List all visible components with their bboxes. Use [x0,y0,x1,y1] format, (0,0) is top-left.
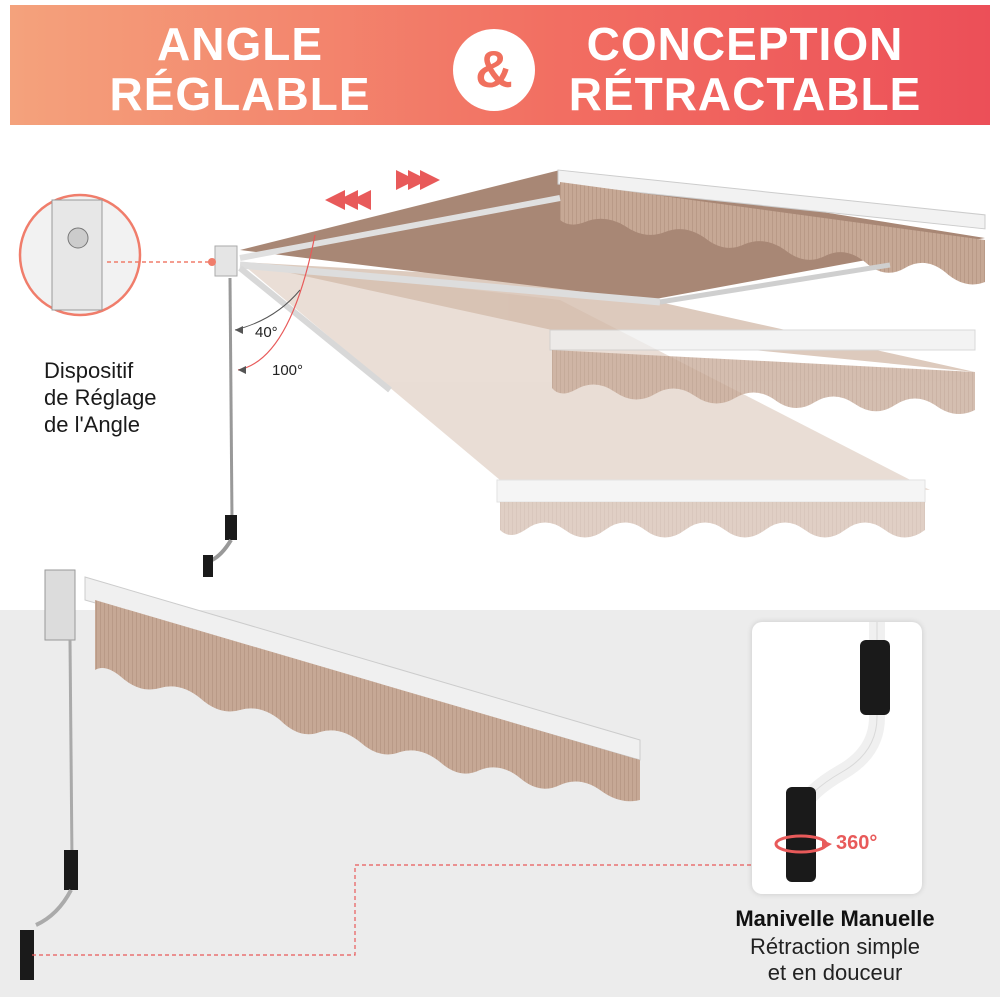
awning-top-position [238,169,986,393]
crank-subtitle: Rétraction simple et en douceur [640,934,1000,986]
crank-grip-top [225,515,237,540]
angle-arc-100 [237,234,316,371]
crank-subtitle-line2: et en douceur [767,960,903,985]
banner-left-line2: RÉGLABLE [109,68,371,120]
adjuster-caption-line2: de Réglage [44,385,157,410]
banner-right-title: CONCEPTION RÉTRACTABLE [530,19,960,119]
crank-handle-icon [774,622,890,882]
adjuster-caption-line1: Dispositif [44,358,134,383]
banner-right-line1: CONCEPTION [586,18,904,70]
awning-side-view [20,569,641,980]
inset-connector [32,864,752,956]
angle-label-40: 40° [255,324,278,341]
banner-right-line2: RÉTRACTABLE [568,68,922,120]
extend-arrows-icon [396,170,440,190]
bracket-detail-plate [51,199,103,311]
ampersand-badge: & [453,29,535,111]
crank-rod-top [228,277,234,521]
wall-bracket [214,245,238,277]
adjuster-caption-line3: de l'Angle [44,412,140,437]
awning-middle-position [240,262,976,414]
rotation-label: 360° [836,832,878,854]
adjuster-caption: Dispositif de Réglage de l'Angle [44,357,157,438]
banner-left-line1: ANGLE [157,18,323,70]
retract-arrows-icon [325,190,371,210]
crank-subtitle-line1: Rétraction simple [750,934,920,959]
banner-left-title: ANGLE RÉGLABLE [70,19,410,119]
crank-title: Manivelle Manuelle [735,906,935,931]
angle-label-100: 100° [272,362,304,379]
crank-inset [752,622,922,894]
header-banner: ANGLE RÉGLABLE & CONCEPTION RÉTRACTABLE [10,5,990,125]
